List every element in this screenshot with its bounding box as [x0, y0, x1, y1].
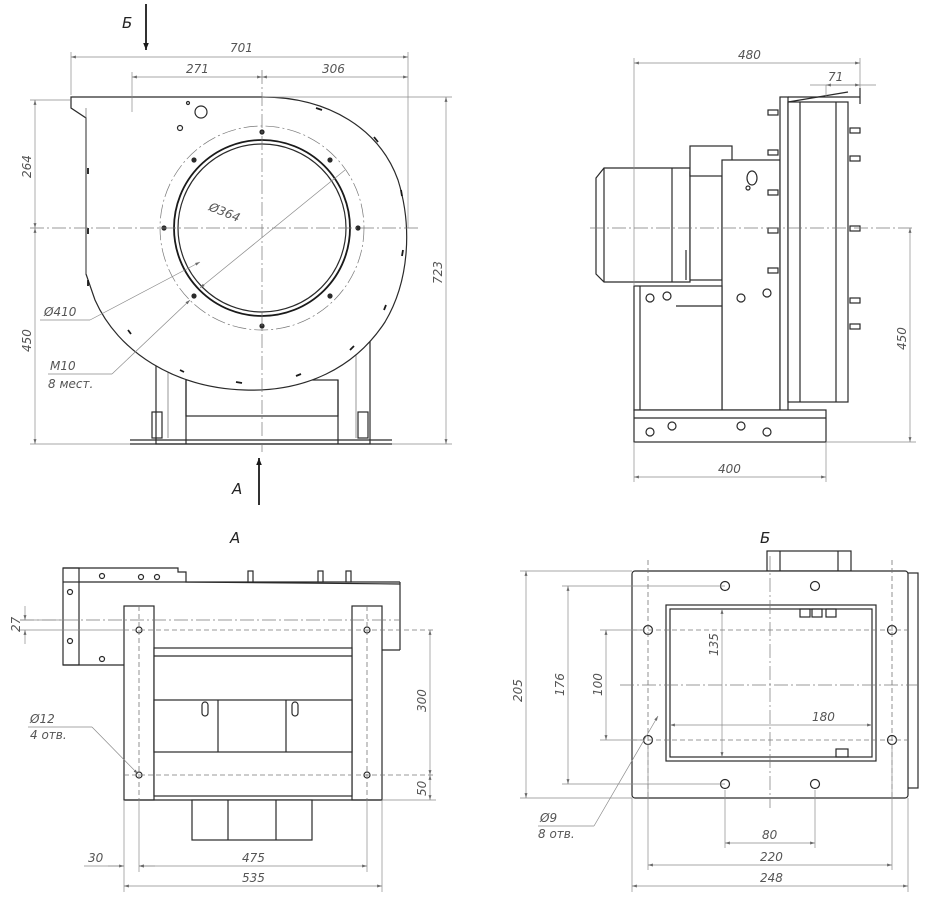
dim-bolt-circle: Ø410 — [43, 305, 77, 319]
view-a: А — [9, 529, 436, 892]
housing-rivets — [87, 107, 404, 384]
dim-front-height: 723 — [431, 261, 445, 284]
side-studs — [767, 109, 861, 330]
front-view: Б А — [20, 4, 452, 505]
dim-a-300: 300 — [415, 689, 429, 712]
dim-a-475: 475 — [242, 851, 265, 865]
dim-bolts: M10 — [50, 359, 76, 373]
dim-a-hole-count: 4 отв. — [30, 728, 67, 742]
dim-a-535: 535 — [242, 871, 265, 885]
dim-b-248: 248 — [760, 871, 783, 885]
dim-b-100: 100 — [591, 673, 605, 696]
front-stand — [130, 339, 392, 445]
dim-front-width: 701 — [230, 41, 253, 55]
dim-a-50: 50 — [415, 780, 429, 796]
dim-b-hole-count: 8 отв. — [538, 827, 575, 841]
view-arrow-a: А — [231, 458, 262, 505]
dim-b-176: 176 — [553, 673, 567, 696]
dim-b-hole: Ø9 — [539, 811, 557, 825]
view-b: Б 205 — [511, 529, 919, 892]
dim-side-width: 480 — [738, 48, 761, 62]
dim-side-base: 400 — [718, 462, 741, 476]
view-arrow-b: Б — [122, 4, 149, 50]
dim-front-lower: 450 — [20, 329, 34, 352]
dim-b-205: 205 — [511, 679, 525, 702]
dim-b-220: 220 — [760, 850, 783, 864]
dim-front-upper: 264 — [20, 155, 34, 178]
dim-b-180: 180 — [812, 710, 835, 724]
arrow-b-label: Б — [122, 14, 132, 32]
dim-side-flange: 71 — [828, 70, 843, 84]
view-a-title: А — [229, 529, 240, 547]
dim-side-height: 450 — [895, 327, 909, 350]
dim-a-27: 27 — [9, 616, 23, 632]
front-bolt-holes — [161, 129, 361, 329]
dim-front-left: 271 — [186, 62, 209, 76]
dim-front-right: 306 — [322, 62, 345, 76]
side-view: 480 71 400 450 — [590, 48, 916, 482]
front-housing — [70, 96, 408, 391]
dim-b-80: 80 — [762, 828, 778, 842]
dim-bolts-count: 8 мест. — [48, 377, 93, 391]
dim-a-hole: Ø12 — [29, 712, 55, 726]
dim-b-135: 135 — [707, 633, 721, 656]
arrow-a-label: А — [231, 480, 242, 498]
view-b-title: Б — [760, 529, 770, 547]
dim-a-30: 30 — [88, 851, 104, 865]
